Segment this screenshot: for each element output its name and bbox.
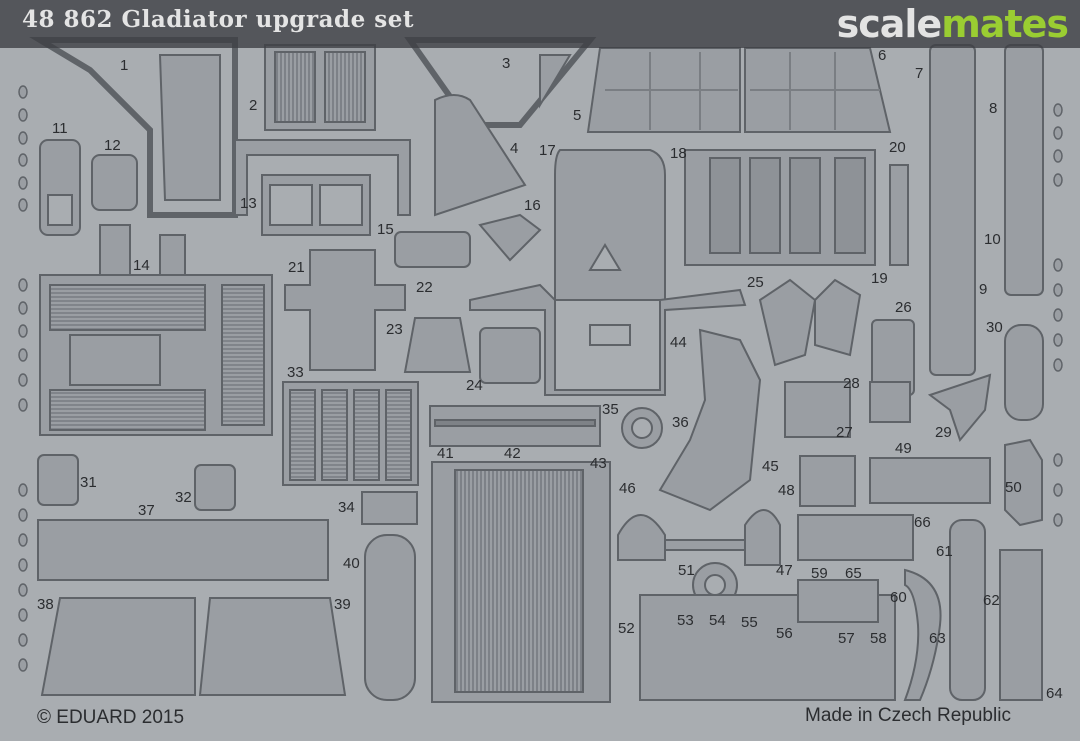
part-number: 60 xyxy=(890,589,907,606)
part-number: 37 xyxy=(138,502,155,519)
part-number: 22 xyxy=(416,279,433,296)
part-number: 33 xyxy=(287,364,304,381)
part-number: 34 xyxy=(338,499,355,516)
part-number: 45 xyxy=(762,458,779,475)
part-number: 49 xyxy=(895,440,912,457)
part-number: 7 xyxy=(915,65,924,82)
part-number: 53 xyxy=(677,612,694,629)
part-number: 56 xyxy=(776,625,793,642)
part-number: 48 xyxy=(778,482,795,499)
part-number: 43 xyxy=(590,455,607,472)
part-number: 10 xyxy=(984,231,1001,248)
origin-text: Made in Czech Republic xyxy=(805,705,1011,726)
part-number: 38 xyxy=(37,596,54,613)
part-number: 64 xyxy=(1046,685,1063,702)
part-number: 16 xyxy=(524,197,541,214)
part-number: 41 xyxy=(437,445,454,462)
part-number: 62 xyxy=(983,592,1000,609)
part-number: 30 xyxy=(986,319,1003,336)
part-number: 9 xyxy=(979,281,988,298)
part-number: 46 xyxy=(619,480,636,497)
part-number: 23 xyxy=(386,321,403,338)
part-number: 51 xyxy=(678,562,695,579)
part-number: 13 xyxy=(240,195,257,212)
logo-part-mates: mates xyxy=(941,2,1069,46)
title-banner xyxy=(0,0,1080,48)
part-number: 6 xyxy=(878,47,887,64)
part-number: 8 xyxy=(989,100,998,117)
part-number: 28 xyxy=(843,375,860,392)
part-number: 47 xyxy=(776,562,793,579)
part-number: 18 xyxy=(670,145,687,162)
copyright-text: © EDUARD 2015 xyxy=(37,707,185,728)
part-number: 14 xyxy=(133,257,150,274)
part-number: 5 xyxy=(573,107,582,124)
part-number: 44 xyxy=(670,334,687,351)
part-number: 54 xyxy=(709,612,726,629)
part-number: 50 xyxy=(1005,479,1022,496)
part-number: 35 xyxy=(602,401,619,418)
part-number: 57 xyxy=(838,630,855,647)
part-number: 32 xyxy=(175,489,192,506)
part-number: 4 xyxy=(510,140,519,157)
part-number: 39 xyxy=(334,596,351,613)
part-number: 55 xyxy=(741,614,758,631)
part-number: 27 xyxy=(836,424,853,441)
part-number: 25 xyxy=(747,274,764,291)
part-number: 24 xyxy=(466,377,483,394)
part-number: 31 xyxy=(80,474,97,491)
part-number: 19 xyxy=(871,270,888,287)
part-number: 40 xyxy=(343,555,360,572)
part-number: 42 xyxy=(504,445,521,462)
part-number: 12 xyxy=(104,137,121,154)
part-number: 17 xyxy=(539,142,556,159)
part-number: 15 xyxy=(377,221,394,238)
part-number: 21 xyxy=(288,259,305,276)
part-number: 11 xyxy=(52,120,68,137)
part-number: 26 xyxy=(895,299,912,316)
fret-title: 48 862 Gladiator upgrade set xyxy=(22,6,414,33)
part-number: 1 xyxy=(120,57,129,74)
part-number: 61 xyxy=(936,543,953,560)
part-number: 65 xyxy=(845,565,862,582)
scalemates-logo: scalemates xyxy=(836,2,1069,46)
part-number: 3 xyxy=(502,55,511,72)
part-number: 29 xyxy=(935,424,952,441)
part-number: 63 xyxy=(929,630,946,647)
part-number: 20 xyxy=(889,139,906,156)
part-number: 58 xyxy=(870,630,887,647)
part-number: 52 xyxy=(618,620,635,637)
logo-part-scale: scale xyxy=(836,2,943,46)
part-number: 2 xyxy=(249,97,258,114)
part-number: 59 xyxy=(811,565,828,582)
part-number: 36 xyxy=(672,414,689,431)
part-number: 66 xyxy=(914,514,931,531)
